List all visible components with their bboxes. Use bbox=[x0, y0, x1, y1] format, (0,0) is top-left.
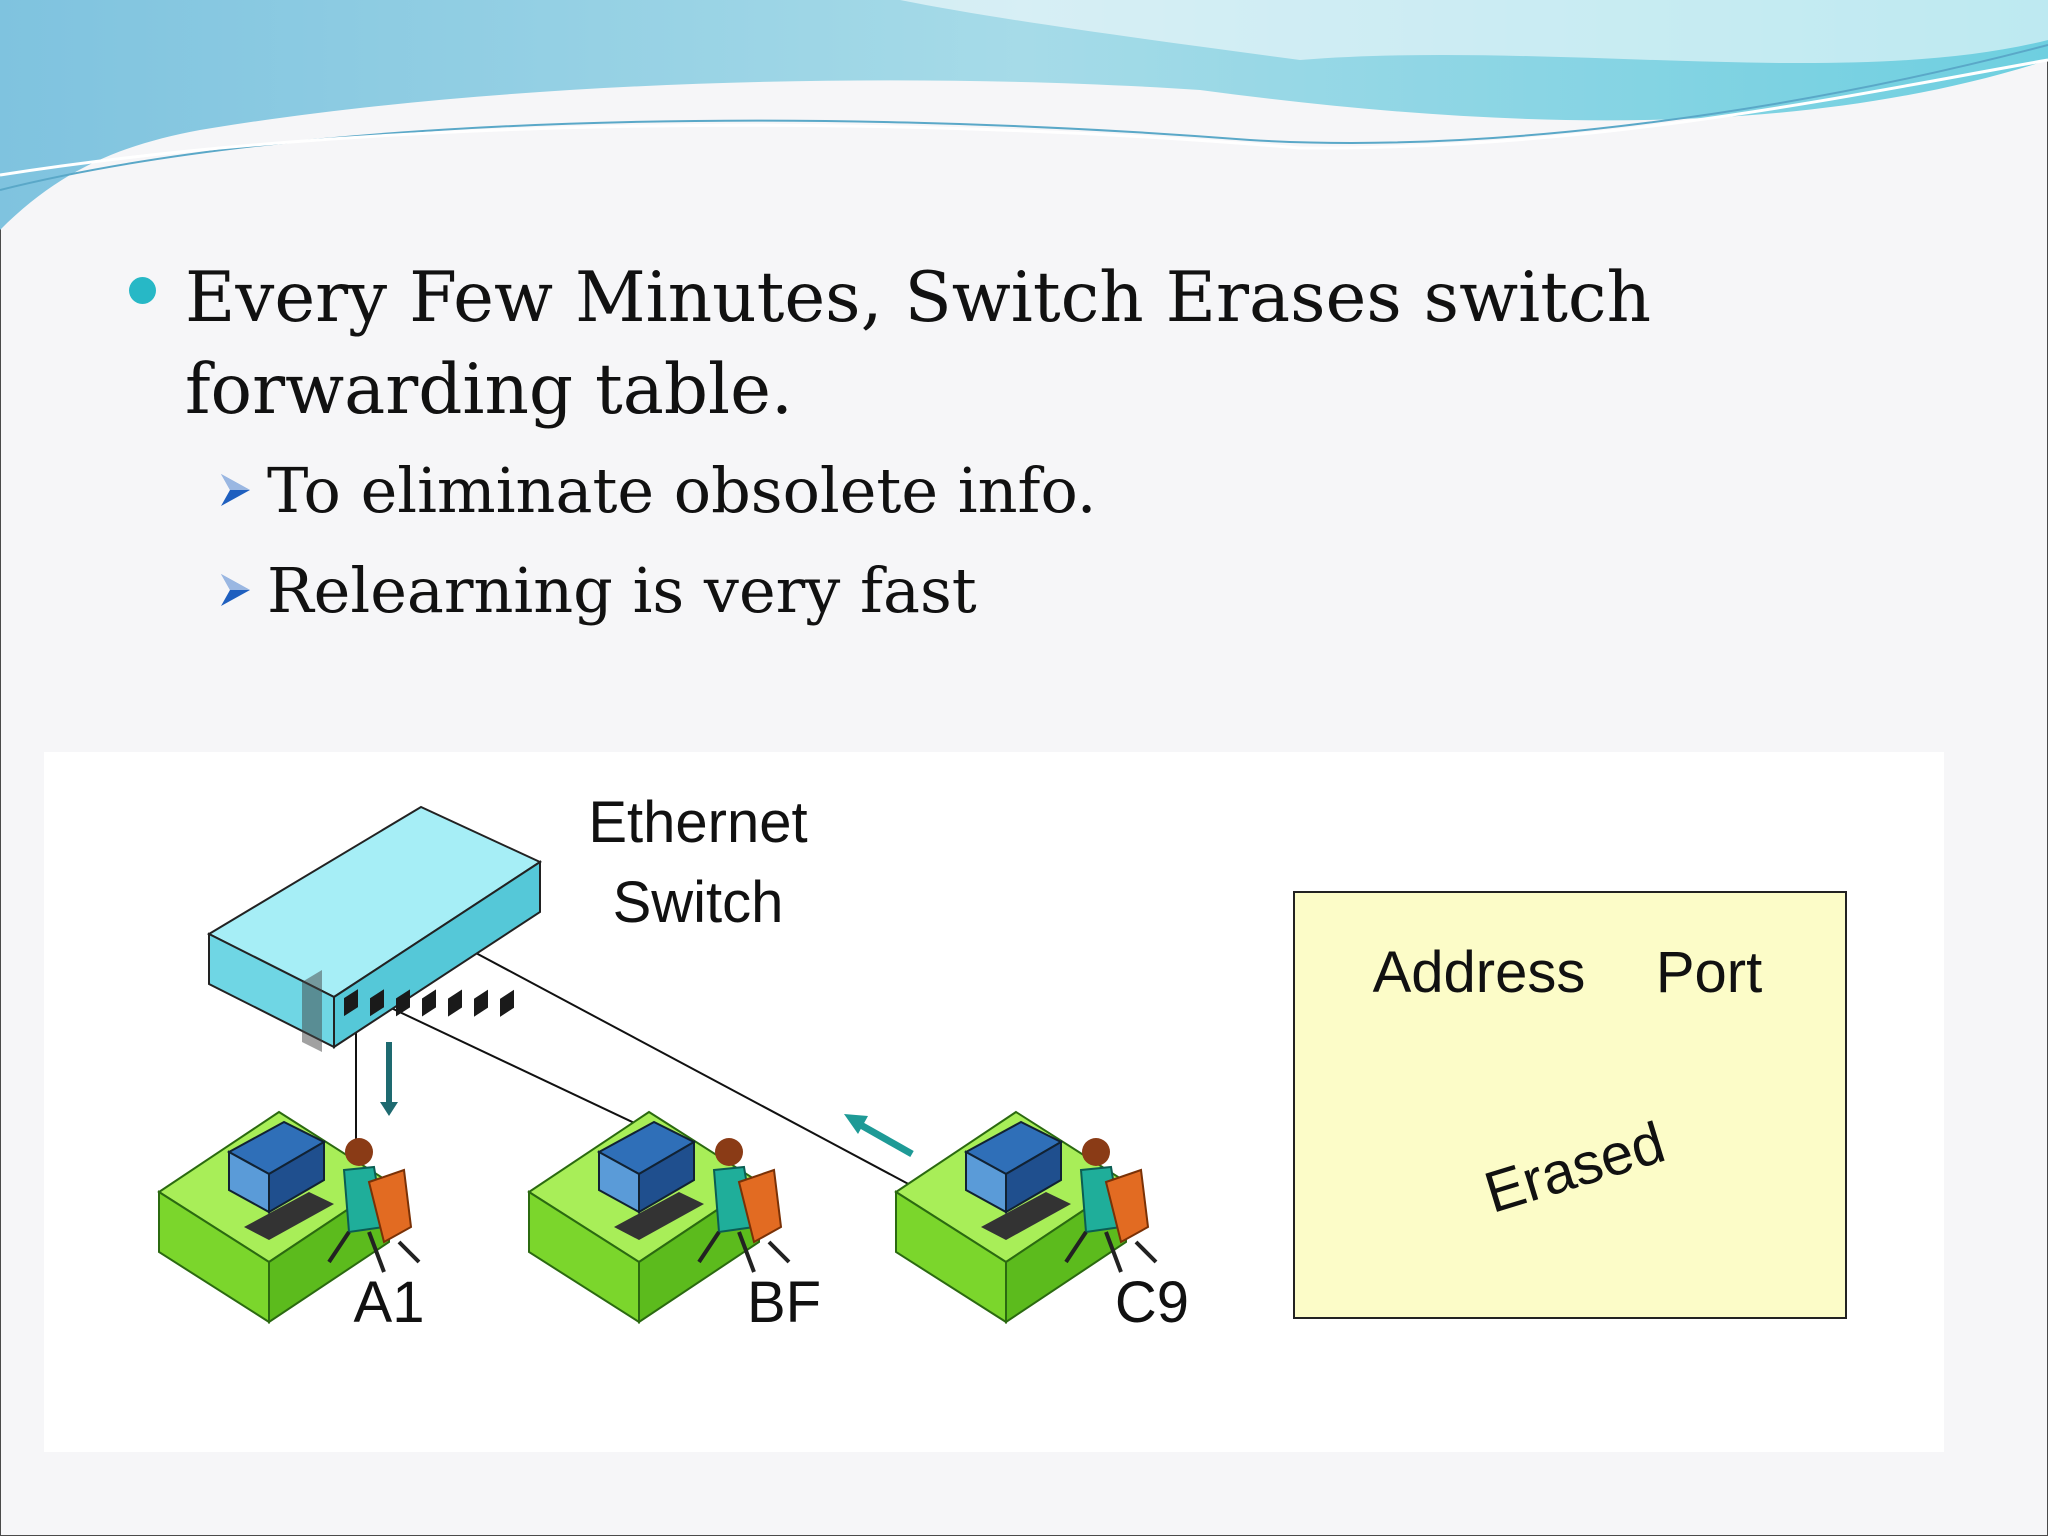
workstation-c9-icon bbox=[894, 1110, 1158, 1324]
host-label-a1: A1 bbox=[354, 1270, 425, 1335]
sub-bullet-2: Relearning is very fast bbox=[267, 554, 977, 627]
switch-label-line1: Ethernet bbox=[588, 790, 807, 855]
wave-header-graphic bbox=[0, 0, 2048, 230]
table-header-port: Port bbox=[1656, 940, 1762, 1005]
workstation-bf-icon bbox=[527, 1110, 791, 1324]
workstation-a1-icon bbox=[157, 1110, 421, 1324]
ethernet-switch-icon bbox=[206, 805, 543, 1052]
switch-diagram: Ethernet Switch A1 BF bbox=[44, 752, 1944, 1452]
cable-c9 bbox=[473, 951, 915, 1188]
table-header-address: Address bbox=[1373, 940, 1586, 1005]
sub-bullet-1: To eliminate obsolete info. bbox=[267, 454, 1097, 527]
forwarding-table: Address Port Erased bbox=[1293, 891, 1847, 1319]
down-arrow-icon bbox=[380, 1042, 398, 1116]
bullet-main-text: Every Few Minutes, Switch Erases switch … bbox=[185, 258, 1652, 430]
bullet-dot-icon bbox=[129, 277, 156, 304]
arrow-bullet-icon bbox=[221, 574, 250, 606]
arrow-bullet-icon bbox=[221, 474, 250, 506]
host-label-c9: C9 bbox=[1115, 1270, 1189, 1335]
switch-label-line2: Switch bbox=[613, 870, 784, 935]
incoming-frame-arrow-icon bbox=[844, 1114, 914, 1158]
cable-bf bbox=[388, 1006, 665, 1138]
host-label-bf: BF bbox=[747, 1270, 821, 1335]
bullet-list: Every Few Minutes, Switch Erases switch … bbox=[0, 0, 2048, 700]
